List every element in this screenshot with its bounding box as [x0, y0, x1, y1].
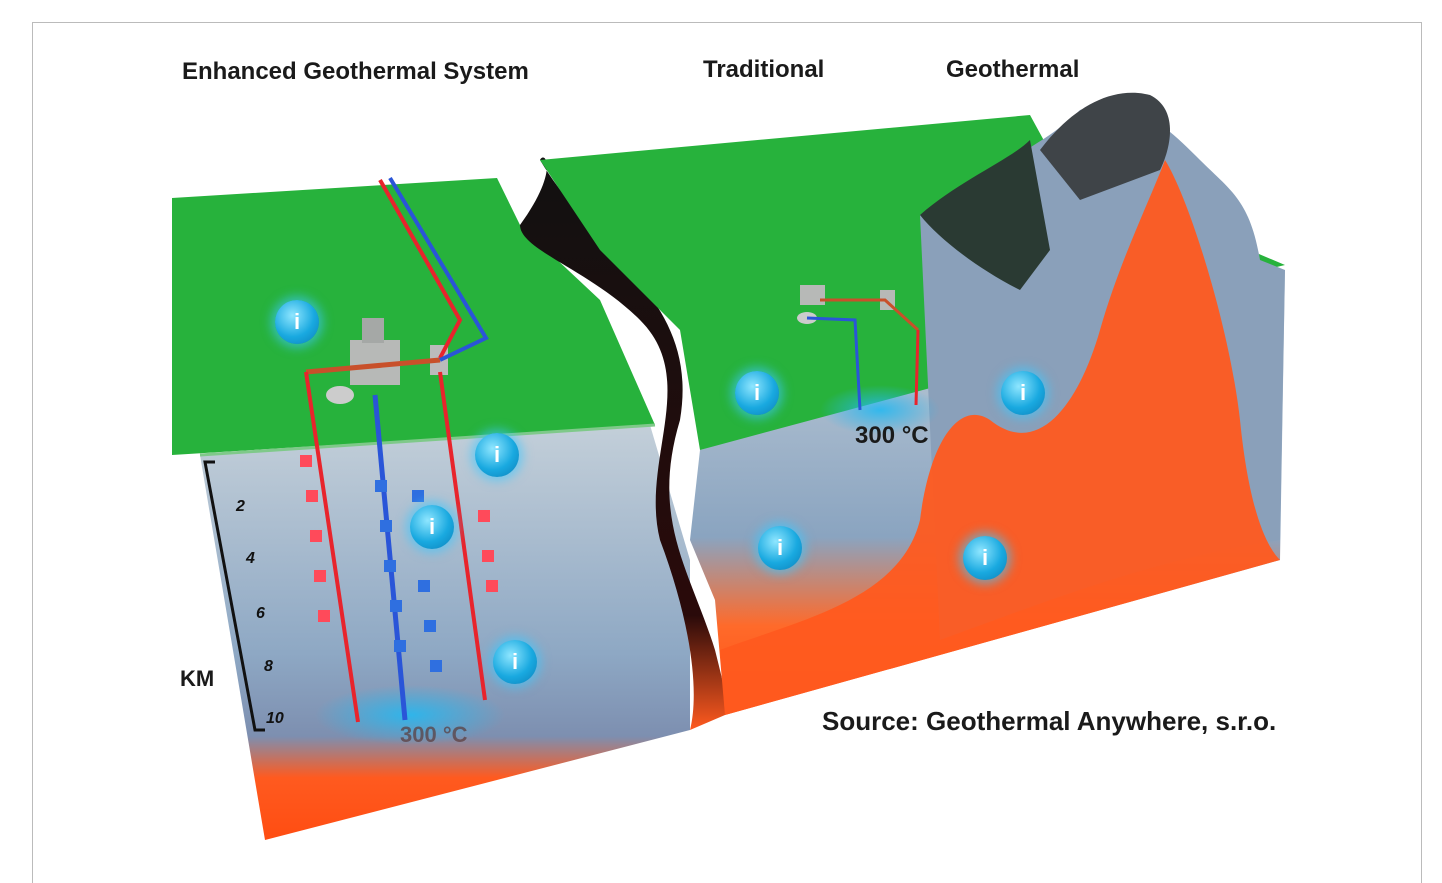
depth-tick: 4	[246, 550, 255, 567]
depth-unit-label: KM	[180, 666, 215, 691]
egs-hot-fractures	[300, 455, 498, 622]
egs-temperature-label: 300 °C	[400, 722, 468, 747]
info-marker-geothermal-upper[interactable]: i	[1001, 371, 1045, 415]
forest	[920, 140, 1050, 290]
traditional-temperature-label: 300 °C	[855, 422, 929, 449]
egs-power-plant	[305, 176, 489, 404]
depth-scale-bar	[203, 460, 265, 732]
depth-tick: 2	[236, 498, 245, 515]
egs-underground	[200, 425, 690, 840]
traditional-power-plant	[797, 285, 920, 411]
info-marker-egs-reservoir[interactable]: i	[493, 640, 537, 684]
depth-tick: 6	[256, 605, 265, 622]
info-marker-traditional-upper[interactable]: i	[735, 371, 779, 415]
depth-tick: 10	[266, 710, 284, 727]
volcano-peak	[1040, 92, 1170, 200]
depth-tick: 8	[264, 658, 273, 675]
info-marker-egs-upper[interactable]: i	[475, 433, 519, 477]
egs-reservoir	[315, 685, 505, 745]
egs-injection-well-hot-left	[304, 371, 360, 723]
title-geothermal: Geothermal	[946, 56, 1080, 83]
title-traditional: Traditional	[703, 56, 825, 83]
egs-injection-well-cold	[372, 394, 408, 721]
egs-production-well-hot-right	[438, 371, 487, 701]
info-marker-magma[interactable]: i	[963, 536, 1007, 580]
traditional-reservoir	[820, 385, 940, 435]
info-marker-egs-surface[interactable]: i	[275, 300, 319, 344]
info-marker-traditional-lower[interactable]: i	[758, 526, 802, 570]
image-frame	[32, 22, 1422, 883]
egs-ground-surface	[172, 178, 655, 455]
magma-plume	[720, 160, 1280, 715]
info-marker-egs-middle[interactable]: i	[410, 505, 454, 549]
egs-fractures	[375, 480, 442, 672]
title-enhanced-geothermal-system: Enhanced Geothermal System	[182, 58, 529, 85]
source-caption: Source: Geothermal Anywhere, s.r.o.	[822, 706, 1277, 736]
